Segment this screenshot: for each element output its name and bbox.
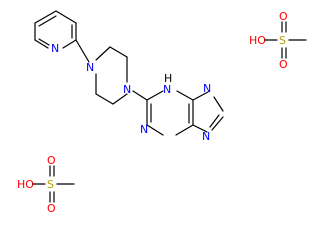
- mesylate-top-hydroxyl-label: HO: [249, 34, 266, 47]
- pyridine-piperazine-bond: [75, 39, 90, 63]
- mesylate-top-oxygen-bottom-label: O: [279, 58, 288, 71]
- mesylate-top: HO S O O: [249, 10, 307, 71]
- purine-nh-nitrogen-label: N: [163, 83, 171, 96]
- mesylate-bottom-oxygen-top-label: O: [47, 154, 56, 167]
- piperazine-ring: [95, 46, 128, 105]
- mesylate-bottom-oxygen-bottom-label: O: [47, 202, 56, 215]
- piperazine-nitrogen-2-label: N: [123, 83, 131, 96]
- purine-nh-hydrogen-label: H: [164, 72, 172, 85]
- mesylate-bottom-sulfur-label: S: [47, 178, 54, 191]
- piperazine-purine-bond: [132, 90, 148, 101]
- purine-imidazole-ring: [192, 91, 224, 133]
- pyridine-ring: [34, 10, 77, 49]
- piperazine-nitrogen-1-label: N: [86, 61, 94, 74]
- structure-canvas: N N N N H N N N HO S: [17, 10, 307, 215]
- purine-pyrimidine-ring: [146, 90, 194, 136]
- mesylate-top-oxygen-top-label: O: [279, 10, 288, 23]
- chemical-structure-diagram: N N N N H N N N HO S: [17, 10, 307, 215]
- purine-nitrogen-left-label: N: [140, 123, 148, 136]
- mesylate-top-sulfur-label: S: [279, 34, 286, 47]
- mesylate-bottom: HO S O O: [17, 154, 75, 215]
- purine-nitrogen-right-bottom-label: N: [202, 130, 210, 143]
- mesylate-bottom-hydroxyl-label: HO: [17, 178, 34, 191]
- purine-nitrogen-right-top-label: N: [203, 82, 211, 95]
- pyridine-nitrogen-label: N: [51, 42, 59, 55]
